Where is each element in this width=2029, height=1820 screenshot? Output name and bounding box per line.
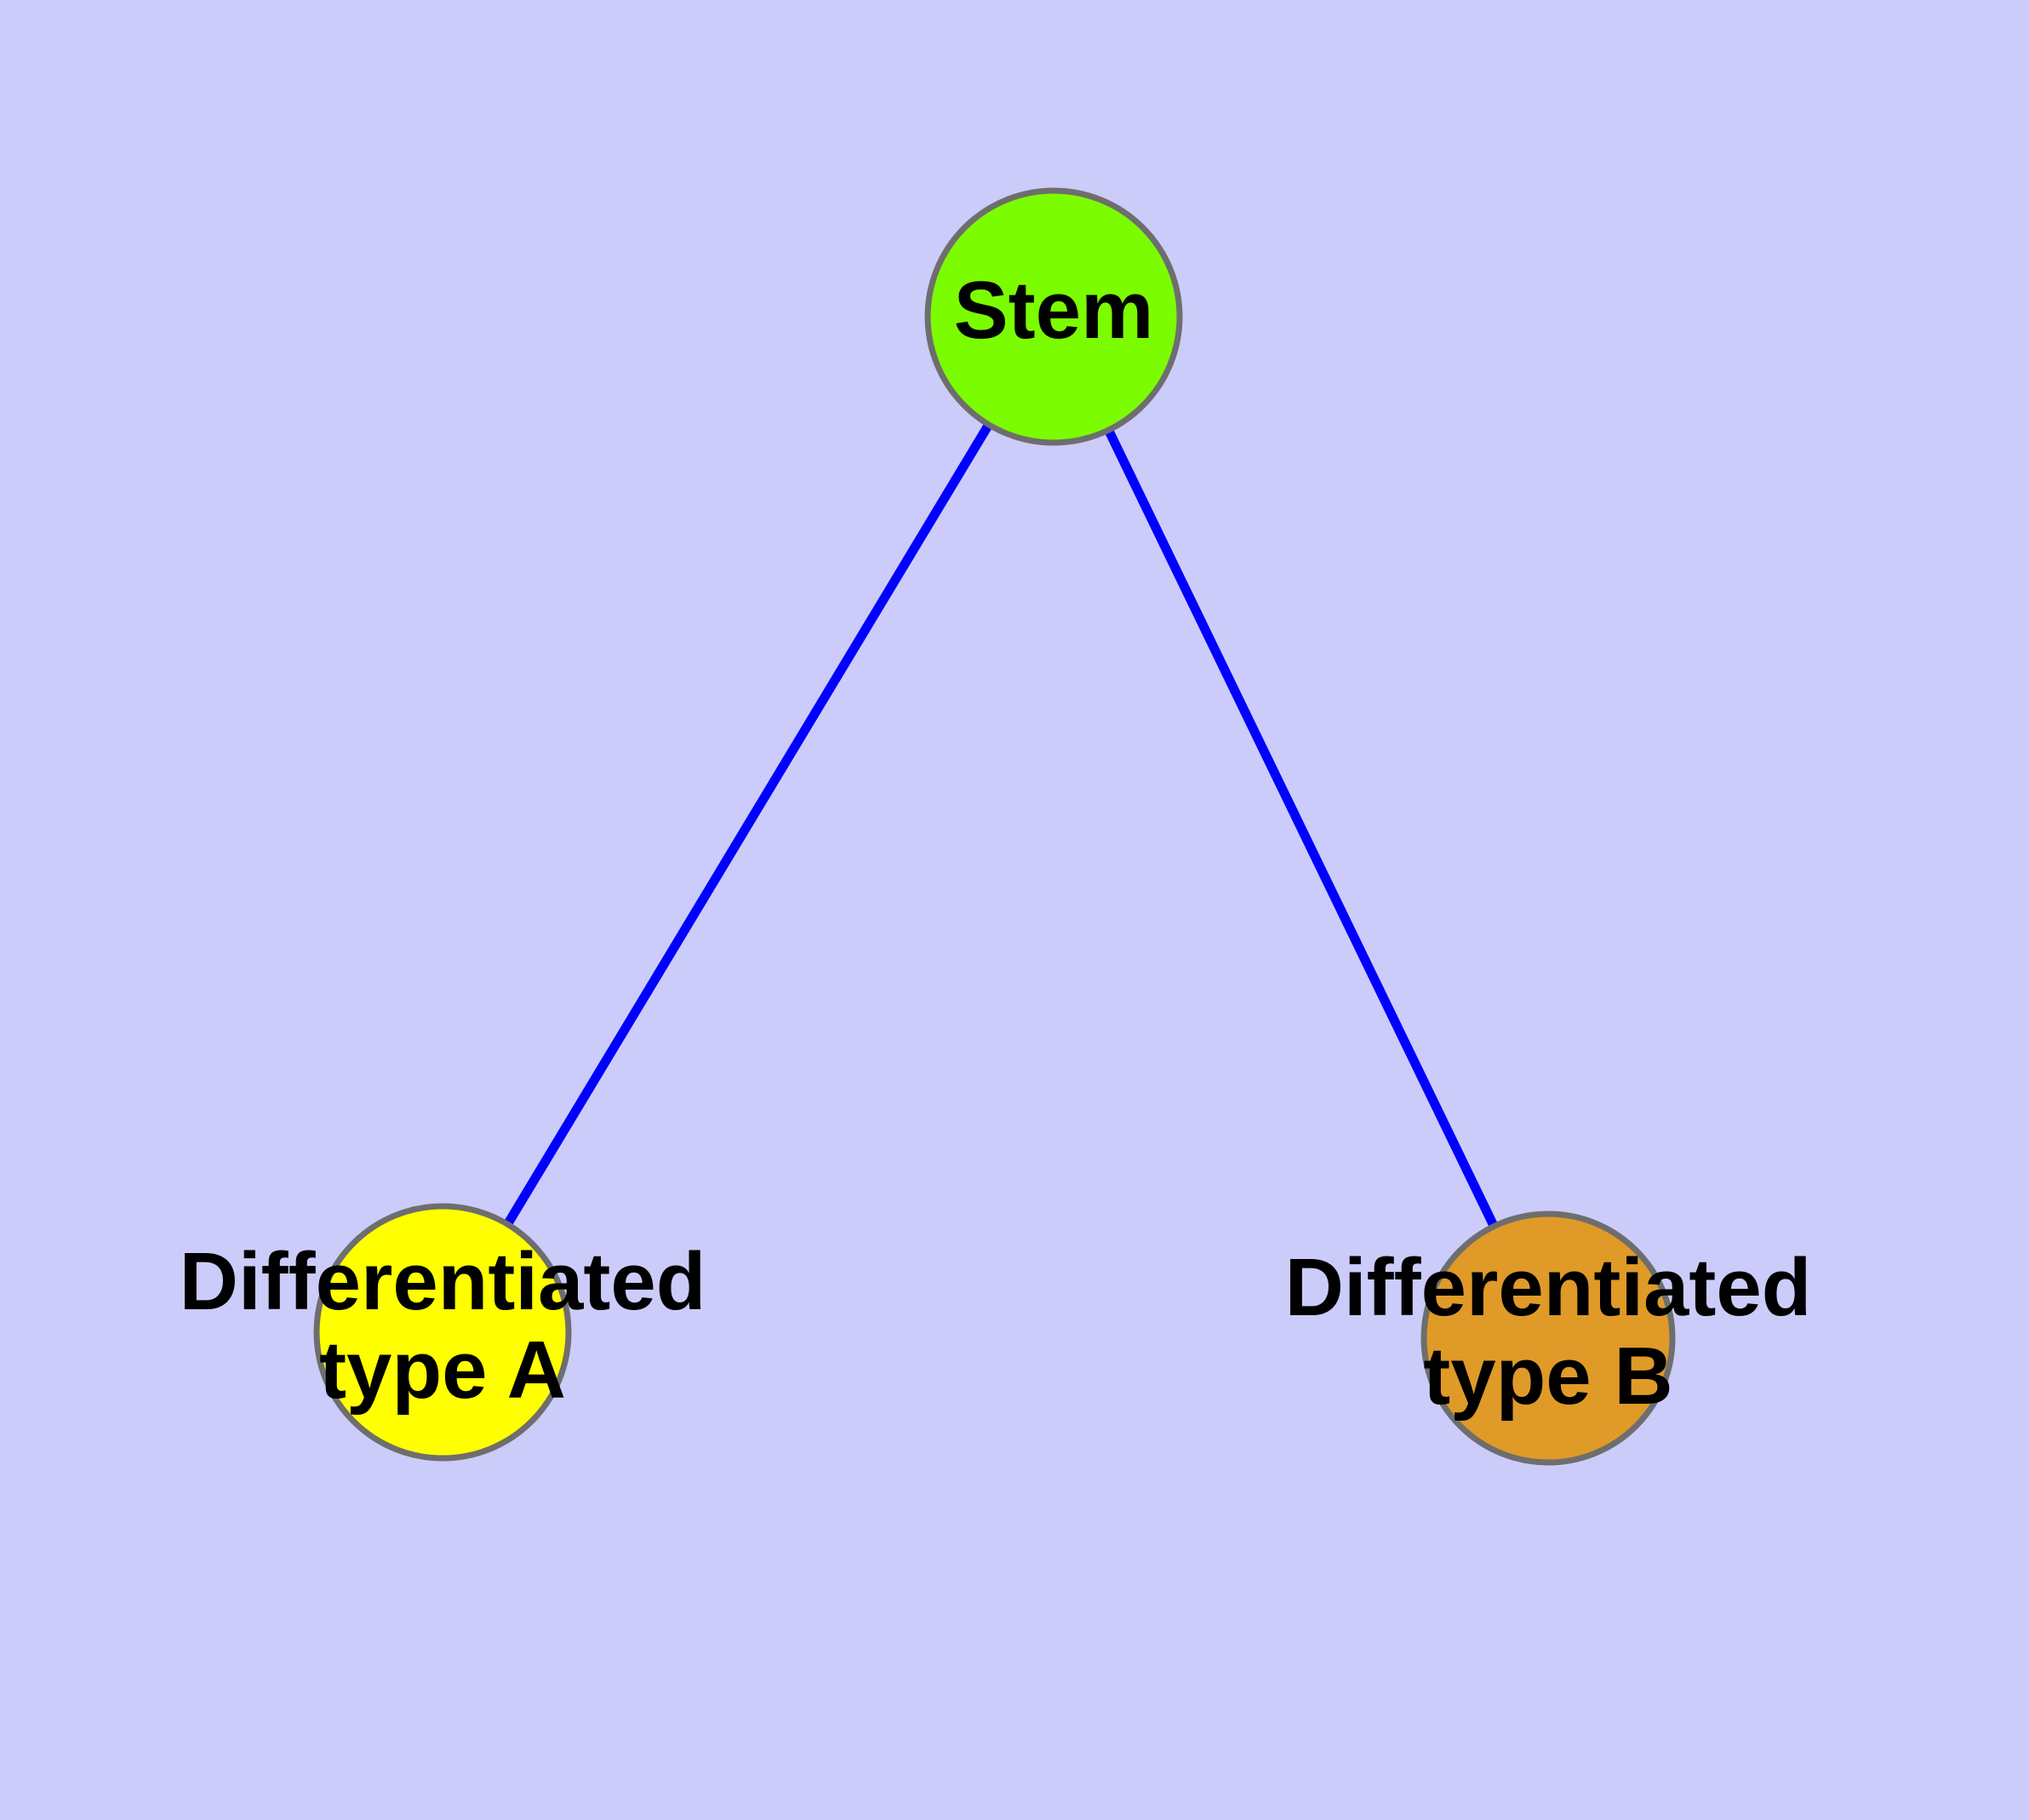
node-layer <box>313 187 1676 1466</box>
graph-node-label-line: Differentiated <box>180 1236 706 1327</box>
graph-edge-stem-diff_b[interactable] <box>1104 427 1499 1228</box>
graph-node-label-line: type B <box>1423 1331 1672 1422</box>
graph-node-label-stem: Stem <box>954 265 1154 356</box>
graph-node-label-line: Differentiated <box>1285 1242 1812 1333</box>
graph-node-diff_a[interactable] <box>313 1203 572 1462</box>
edge-layer <box>503 421 1499 1228</box>
graph-node-stem[interactable] <box>924 187 1183 446</box>
graph-node-diff_b[interactable] <box>1420 1210 1676 1466</box>
graph-edge-stem-diff_a[interactable] <box>503 421 993 1228</box>
graph-node-label-line: Stem <box>954 265 1154 356</box>
graph-node-label-line: type A <box>319 1325 566 1416</box>
